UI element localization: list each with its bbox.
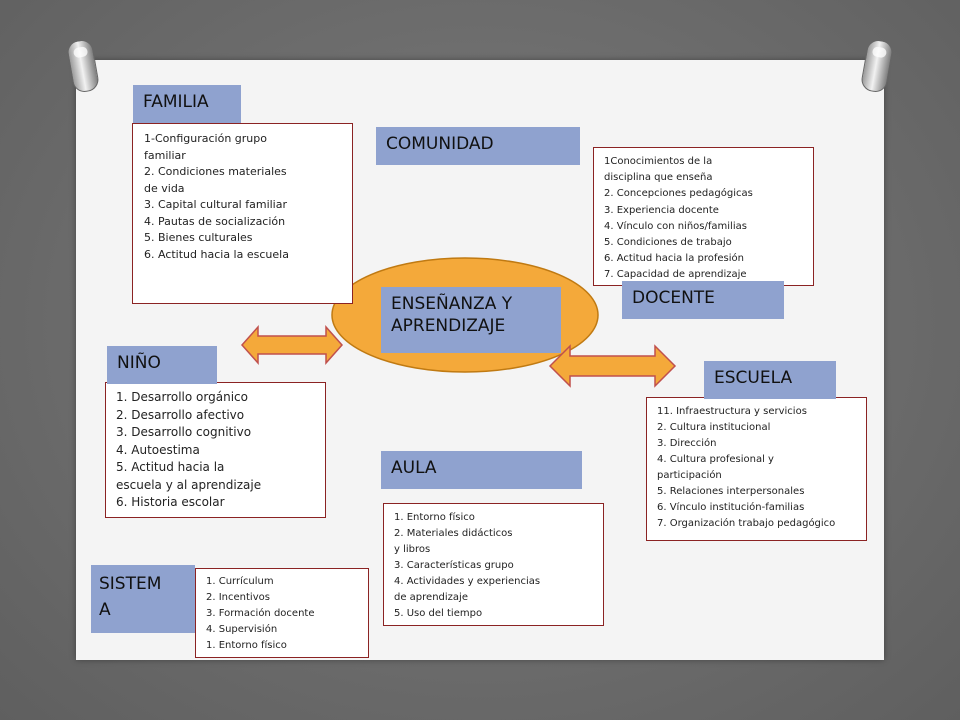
list-item: 5. Uso del tiempo (394, 608, 483, 619)
list-item: y libros (394, 544, 431, 555)
list-item: 1. Currículum (206, 576, 274, 587)
list-item: 3. Características grupo (394, 560, 514, 571)
list-item: 5. Actitud hacia la (116, 460, 225, 474)
familia-label: FAMILIA (133, 85, 241, 123)
docente-label: DOCENTE (622, 281, 784, 319)
list-item: 6. Actitud hacia la profesión (604, 253, 744, 265)
nino-label: NIÑO (107, 346, 217, 384)
list-item: 7. Organización trabajo pedagógico (657, 518, 836, 529)
list-item: 3. Experiencia docente (604, 204, 719, 216)
list-item: 3. Dirección (657, 438, 717, 449)
list-item: 2. Materiales didácticos (394, 528, 513, 539)
list-item: 2. Concepciones pedagógicas (604, 188, 753, 200)
sistema-list-box: 1. Currículum 2. Incentivos 3. Formación… (195, 568, 369, 658)
double-arrow-left (240, 325, 344, 365)
list-item: 1. Entorno físico (394, 512, 475, 523)
sistema-label-line1: SISTEM (99, 574, 162, 594)
list-item: 1Conocimientos de la (604, 156, 713, 167)
aula-list-box: 1. Entorno físico 2. Materiales didáctic… (383, 503, 604, 626)
list-item: 5. Condiciones de trabajo (604, 237, 732, 249)
sistema-label-line2: A (99, 600, 111, 620)
list-item: disciplina que enseña (604, 172, 713, 184)
list-item: 4. Actividades y experiencias (394, 576, 541, 587)
docente-list-box: 1Conocimientos de la disciplina que ense… (593, 147, 814, 286)
list-item: 1. Desarrollo orgánico (116, 390, 248, 404)
list-item: 6. Actitud hacia la escuela (144, 247, 289, 261)
list-item: 2. Incentivos (206, 592, 270, 603)
list-item: 11. Infraestructura y servicios (657, 406, 807, 417)
familia-list: 1-Configuración grupo familiar 2. Condic… (144, 131, 344, 263)
sistema-label: SISTEM A (91, 565, 195, 633)
list-item: 4. Vínculo con niños/familias (604, 220, 747, 232)
list-item: 7. Capacidad de aprendizaje (604, 269, 747, 281)
list-item: familiar (144, 148, 186, 162)
escuela-list: 11. Infraestructura y servicios 2. Cultu… (657, 404, 858, 532)
list-item: escuela y al aprendizaje (116, 477, 262, 492)
list-item: 3. Capital cultural familiar (144, 198, 287, 211)
list-item: 2. Condiciones materiales (144, 165, 287, 178)
docente-list: 1Conocimientos de la disciplina que ense… (604, 154, 805, 284)
list-item: de aprendizaje (394, 592, 468, 603)
center-label: ENSEÑANZA Y APRENDIZAJE (381, 287, 561, 353)
binder-ring-right (859, 38, 895, 94)
list-item: 4. Supervisión (206, 624, 278, 635)
nino-list: 1. Desarrollo orgánico 2. Desarrollo afe… (116, 389, 317, 512)
list-item: 1. Entorno físico (206, 640, 287, 651)
list-item: 2. Cultura institucional (657, 422, 771, 433)
double-arrow-right (548, 344, 677, 388)
aula-list: 1. Entorno físico 2. Materiales didáctic… (394, 510, 595, 622)
list-item: 5. Bienes culturales (144, 231, 253, 244)
center-label-line2: APRENDIZAJE (391, 316, 506, 336)
list-item: 3. Formación docente (206, 608, 315, 619)
center-label-line1: ENSEÑANZA Y (391, 294, 513, 314)
binder-ring-left (65, 38, 101, 94)
list-item: 4. Autoestima (116, 442, 200, 457)
list-item: 2. Desarrollo afectivo (116, 407, 245, 422)
sistema-list: 1. Currículum 2. Incentivos 3. Formación… (206, 574, 360, 654)
list-item: de vida (144, 181, 185, 195)
comunidad-label: COMUNIDAD (376, 127, 580, 165)
list-item: 5. Relaciones interpersonales (657, 486, 805, 497)
escuela-list-box: 11. Infraestructura y servicios 2. Cultu… (646, 397, 867, 541)
list-item: 4. Pautas de socialización (144, 214, 286, 228)
nino-list-box: 1. Desarrollo orgánico 2. Desarrollo afe… (105, 382, 326, 518)
list-item: participación (657, 470, 722, 481)
list-item: 3. Desarrollo cognitivo (116, 425, 252, 439)
list-item: 4. Cultura profesional y (657, 454, 774, 465)
list-item: 6. Historia escolar (116, 495, 225, 509)
list-item: 6. Vínculo institución-familias (657, 502, 805, 513)
escuela-label: ESCUELA (704, 361, 836, 399)
aula-label: AULA (381, 451, 582, 489)
list-item: 1-Configuración grupo (144, 132, 267, 145)
familia-list-box: 1-Configuración grupo familiar 2. Condic… (132, 123, 353, 304)
